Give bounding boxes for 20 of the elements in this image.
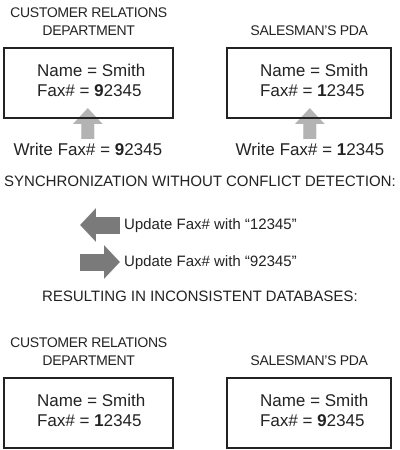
sync-message: Update Fax# with “12345” bbox=[124, 216, 297, 234]
arrow bbox=[294, 108, 325, 139]
sync-message: Update Fax# with “92345” bbox=[124, 253, 297, 271]
record-field: Fax# = 92345 bbox=[260, 411, 364, 431]
record-field: Name = Smith bbox=[260, 391, 368, 411]
section-heading: RESULTING IN INCONSISTENT DATABASES: bbox=[42, 288, 358, 306]
record-field: Fax# = 92345 bbox=[37, 81, 142, 101]
record-field: Name = Smith bbox=[37, 61, 146, 81]
database-heading: SALESMAN’S PDA bbox=[249, 21, 369, 39]
write-operation-text: Write Fax# = 12345 bbox=[236, 140, 384, 160]
section-heading: SYNCHRONIZATION WITHOUT CONFLICT DETECTION: bbox=[4, 173, 396, 191]
record-field: Name = Smith bbox=[37, 391, 146, 411]
record-field: Fax# = 12345 bbox=[37, 411, 142, 431]
write-operation-text: Write Fax# = 92345 bbox=[14, 140, 162, 160]
database-heading: CUSTOMER RELATIONS DEPARTMENT bbox=[9, 333, 168, 369]
arrow bbox=[72, 108, 103, 139]
record-field: Fax# = 12345 bbox=[260, 81, 364, 101]
database-heading: CUSTOMER RELATIONS DEPARTMENT bbox=[9, 3, 168, 39]
database-heading: SALESMAN’S PDA bbox=[249, 351, 369, 369]
record-field: Name = Smith bbox=[260, 61, 368, 81]
